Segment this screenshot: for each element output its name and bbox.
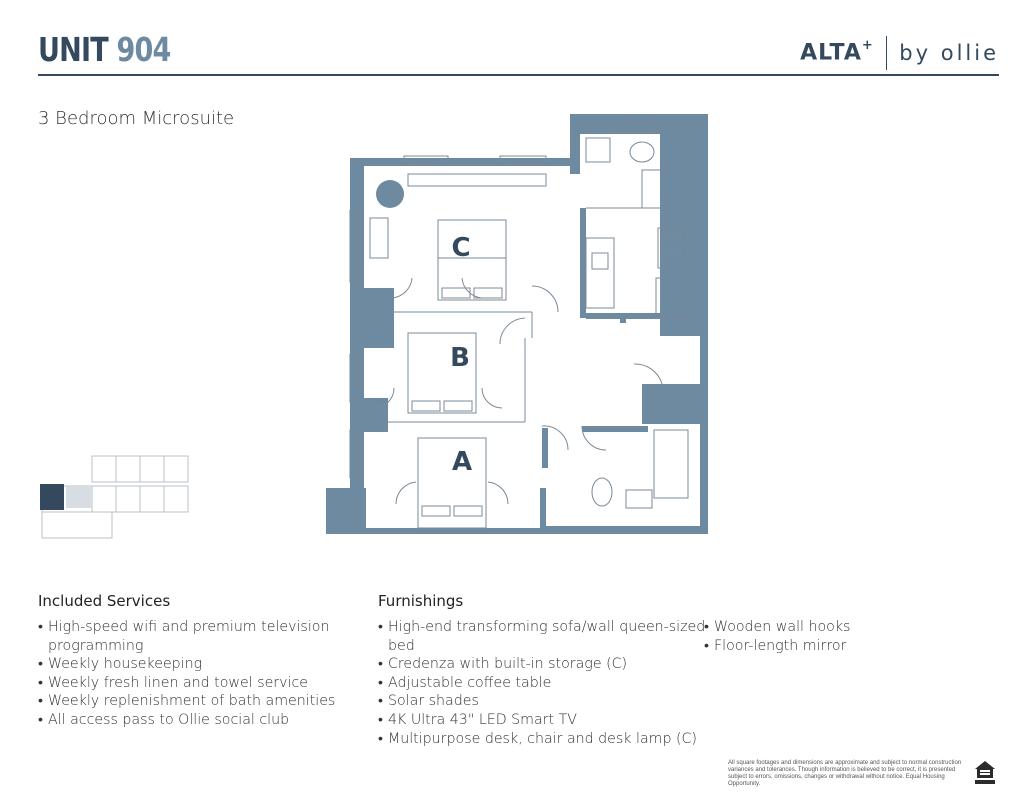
list-item: 4K Ultra 43" LED Smart TV	[378, 711, 708, 730]
included-services-list: High-speed wifi and premium television p…	[38, 618, 338, 730]
unit-word: UNIT	[38, 30, 109, 69]
list-item: Weekly housekeeping	[38, 655, 338, 674]
header-rule	[38, 74, 999, 76]
furnishings-heading: Furnishings	[378, 592, 464, 610]
brand-divider	[885, 36, 888, 70]
brand-sub: by ollie	[899, 41, 999, 65]
furnishings-list: High-end transforming sofa/wall queen-si…	[378, 618, 708, 748]
list-item: Floor-length mirror	[704, 637, 944, 656]
brand-logo: ALTA+ by ollie	[800, 36, 999, 70]
list-item: Credenza with built-in storage (C)	[378, 655, 708, 674]
list-item: High-speed wifi and premium television p…	[38, 618, 338, 655]
furnishings-list-2: Wooden wall hooks Floor-length mirror	[704, 618, 944, 655]
room-label-b: B	[450, 343, 470, 373]
equal-housing-icon	[975, 761, 995, 784]
list-item: Weekly replenishment of bath amenities	[38, 692, 338, 711]
list-item: Weekly fresh linen and towel service	[38, 674, 338, 693]
unit-type: 3 Bedroom Microsuite	[38, 108, 235, 129]
brand-mark: +	[861, 38, 874, 54]
list-item: All access pass to Ollie social club	[38, 711, 338, 730]
room-label-a: A	[452, 447, 472, 477]
list-item: Adjustable coffee table	[378, 674, 708, 693]
list-item: Wooden wall hooks	[704, 618, 944, 637]
building-locator	[40, 455, 189, 539]
brand-name: ALTA+	[800, 38, 874, 66]
included-services-heading: Included Services	[38, 592, 171, 610]
unit-title: UNIT 904	[38, 30, 171, 69]
disclaimer: All square footages and dimensions are a…	[728, 760, 962, 787]
room-label-c: C	[451, 233, 470, 263]
list-item: Multipurpose desk, chair and desk lamp (…	[378, 730, 708, 749]
brand-name-text: ALTA	[800, 40, 862, 66]
floor-plan: C B A	[326, 114, 708, 534]
list-item: High-end transforming sofa/wall queen-si…	[378, 618, 708, 655]
unit-number: 904	[116, 30, 171, 69]
list-item: Solar shades	[378, 692, 708, 711]
